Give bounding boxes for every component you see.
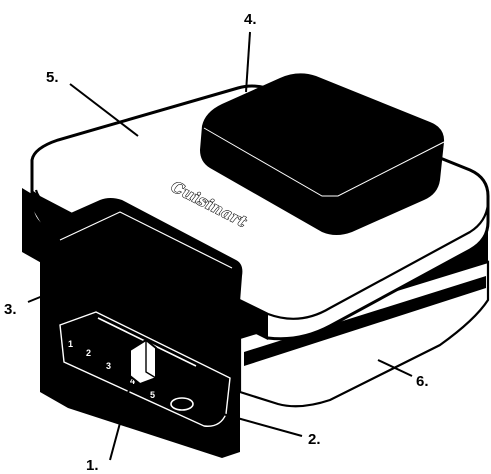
indicator-light	[170, 397, 194, 411]
front-plate	[45, 198, 243, 316]
leader-lines	[27, 31, 413, 461]
dial-scale-3: 3	[106, 361, 111, 371]
dial-scale-5: 5	[150, 390, 155, 400]
front-plate-edge	[59, 211, 233, 269]
browning-control-knob[interactable]	[129, 338, 157, 386]
dial-scale-2: 2	[86, 348, 91, 358]
dial-scale-1: 1	[68, 339, 73, 349]
leader-6	[377, 359, 413, 377]
callout-5-label: 5.	[46, 69, 59, 86]
base-skirt-stripe	[244, 276, 486, 366]
callout-6-label: 6.	[416, 373, 429, 390]
callout-1-label: 1.	[86, 457, 99, 474]
callout-2-label: 2.	[308, 431, 321, 448]
leader-3	[27, 283, 73, 303]
front-dark-plate	[45, 198, 243, 316]
leader-1	[109, 385, 131, 461]
leader-5	[69, 83, 139, 137]
callout-3-label: 3.	[4, 301, 17, 318]
leader-2	[193, 405, 303, 437]
top-plate-bevel	[203, 127, 445, 197]
control-panel: 1 2 3 4 5	[59, 311, 231, 427]
callout-4-label: 4.	[244, 11, 257, 28]
leader-4	[245, 31, 251, 93]
top-handle-plate	[200, 73, 445, 235]
dial-scale-4: 4	[130, 376, 135, 386]
